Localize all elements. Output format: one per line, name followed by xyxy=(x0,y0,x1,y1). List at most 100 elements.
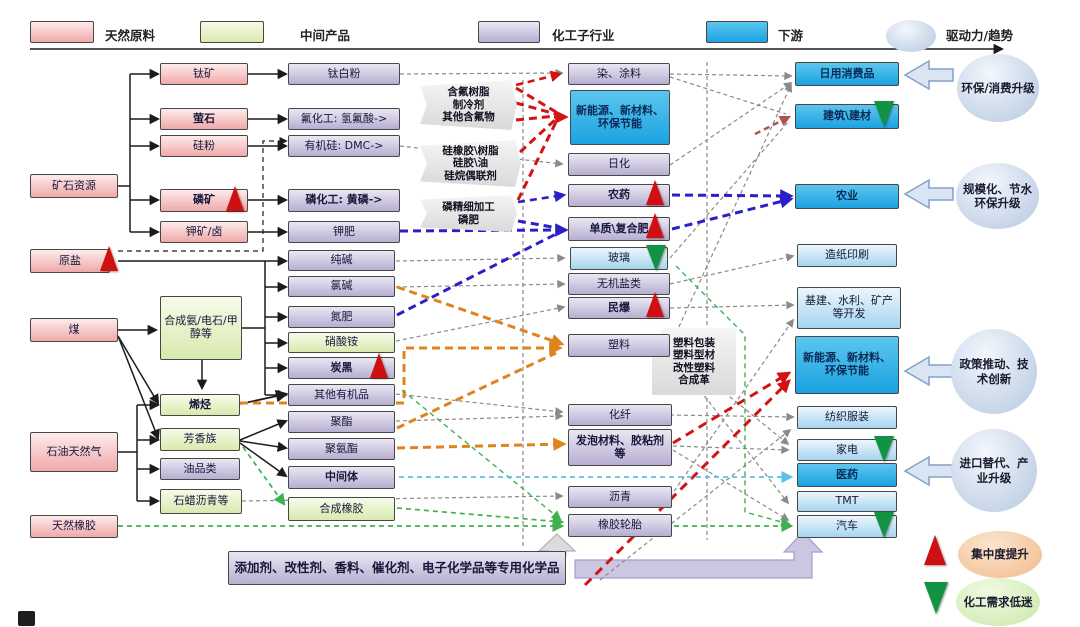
edge xyxy=(669,412,795,422)
trend-up-triangle-carbon-black xyxy=(370,353,388,378)
node-synthetic-ammonia: 合成氨/电石/甲醇等 xyxy=(160,296,242,360)
node-carbon-black: 炭黑 xyxy=(288,357,395,379)
edge xyxy=(401,389,562,521)
callout-fluorine-products: 含氟树脂 制冷剂 其他含氟物 xyxy=(420,80,517,130)
node-nitrogen-fertilizer: 氮肥 xyxy=(288,306,395,328)
driver-policy-technology: 政策推动、技术创新 xyxy=(951,329,1037,414)
legend-label-raw: 天然原料 xyxy=(105,28,156,43)
watermark-logo xyxy=(18,611,35,626)
edge xyxy=(754,115,792,136)
node-fluorite: 萤石 xyxy=(160,108,248,130)
edge xyxy=(395,304,566,342)
edge xyxy=(669,347,790,446)
node-potash-brine: 钾矿/卤 xyxy=(160,221,248,243)
node-intermediates: 中间体 xyxy=(288,466,395,489)
trend-down-triangle-appliances xyxy=(874,436,894,462)
edge xyxy=(669,253,795,285)
edge xyxy=(516,121,558,201)
node-natural-rubber: 天然橡胶 xyxy=(30,515,118,538)
edge xyxy=(669,82,793,166)
driver-env-consumption-upgrade: 环保/消费升级 xyxy=(957,54,1039,122)
trend-down-triangle-legend xyxy=(924,582,948,614)
edge xyxy=(669,76,787,115)
node-dyes-coatings: 染、涂料 xyxy=(568,63,670,85)
node-silicon-powder: 硅粉 xyxy=(160,135,248,157)
edge xyxy=(669,121,789,259)
edge xyxy=(515,70,563,87)
edge xyxy=(517,190,567,204)
edge xyxy=(675,265,791,527)
driver-scale-water-saving: 规模化、节水环保升级 xyxy=(956,163,1039,229)
trend-up-triangle-raw-salt xyxy=(100,246,118,271)
node-inorganic-salts: 无机盐类 xyxy=(568,273,670,295)
edge xyxy=(396,231,559,317)
edge xyxy=(239,440,289,452)
legend-swatch-downstream xyxy=(706,21,768,43)
node-plastics: 塑料 xyxy=(568,334,670,357)
callout-phosphorus-products: 磷精细加工 磷肥 xyxy=(420,195,517,232)
driver-arrow-import xyxy=(903,455,954,487)
trend-down-triangle-construction xyxy=(874,101,894,127)
edge xyxy=(669,83,792,347)
node-textile-apparel: 纺织服装 xyxy=(797,406,897,429)
legend-driver-ellipse xyxy=(886,20,936,52)
edge xyxy=(239,442,288,478)
trend-up-triangle-explosives xyxy=(646,292,664,317)
node-foam-adhesives: 发泡材料、胶粘剂等 xyxy=(568,429,672,466)
node-aromatics: 芳香族 xyxy=(160,428,240,451)
node-potash-fertilizer: 钾肥 xyxy=(288,221,400,243)
edge xyxy=(242,446,286,506)
legend-label-subsector: 化工子行业 xyxy=(552,28,615,43)
legend-label-intermediate: 中间产品 xyxy=(300,28,351,43)
edge xyxy=(518,117,558,154)
node-phosphorus-chemicals: 磷化工: 黄磷-> xyxy=(288,189,400,212)
node-olefins: 烯烃 xyxy=(160,394,240,416)
edge xyxy=(396,437,567,452)
edge xyxy=(515,86,557,114)
trend-demand-down: 化工需求低迷 xyxy=(956,578,1040,626)
node-glass: 玻璃 xyxy=(570,247,668,270)
edge xyxy=(515,114,557,122)
trend-up-triangle-phosphate xyxy=(226,186,244,211)
specialty-bent-arrow xyxy=(574,531,824,579)
trend-concentration-up: 集中度提升 xyxy=(958,531,1042,578)
edge xyxy=(395,279,566,289)
edge xyxy=(599,428,792,581)
node-titanium-ore: 钛矿 xyxy=(160,63,248,85)
node-synthetic-rubber: 合成橡胶 xyxy=(288,497,395,521)
edge xyxy=(517,219,559,230)
node-tmt: TMT xyxy=(797,491,897,512)
node-agriculture: 农业 xyxy=(795,184,899,209)
node-pharmaceuticals: 医药 xyxy=(797,463,897,487)
callout-silicone-products: 硅橡胶\树脂 硅胶\油 硅烷偶联剂 xyxy=(420,140,521,187)
node-daily-chemicals: 日化 xyxy=(568,153,670,176)
node-home-appliances: 家电 xyxy=(797,439,897,461)
trend-down-triangle-glass xyxy=(646,245,666,271)
node-mineral-resources: 矿石资源 xyxy=(30,174,118,198)
node-chlor-alkali: 氯碱 xyxy=(288,276,395,297)
node-polyester: 聚酯 xyxy=(288,411,395,433)
driver-arrows xyxy=(903,59,954,487)
node-rubber-tires: 橡胶轮胎 xyxy=(568,514,672,537)
edge xyxy=(399,145,564,168)
node-asphalt: 沥青 xyxy=(568,486,672,508)
driver-arrow-policy xyxy=(903,355,954,387)
legend-swatch-subsector xyxy=(478,21,540,43)
node-oil-products: 油品类 xyxy=(160,458,240,480)
node-new-energy-materials-mid: 新能源、新材料、环保节能 xyxy=(570,90,670,145)
trend-up-triangle-fertilizer xyxy=(646,213,664,238)
node-infrastructure: 基建、水利、矿产等开发 xyxy=(797,287,901,329)
node-consumer-goods: 日用消费品 xyxy=(795,62,899,86)
driver-arrow-agriculture xyxy=(903,178,954,210)
edge xyxy=(117,335,160,440)
edge xyxy=(671,189,794,203)
legend-label-driver: 驱动力/趋势 xyxy=(946,28,1014,43)
node-other-organics: 其他有机品 xyxy=(288,384,395,406)
driver-arrow-consumer xyxy=(903,59,954,91)
node-civil-explosives: 民爆 xyxy=(568,297,670,319)
edge xyxy=(669,71,793,81)
node-specialty-chemicals: 添加剂、改性剂、香料、催化剂、电子化学品等专用化学品 xyxy=(228,551,566,585)
edge xyxy=(396,285,565,347)
trend-up-triangle-legend xyxy=(924,535,946,565)
